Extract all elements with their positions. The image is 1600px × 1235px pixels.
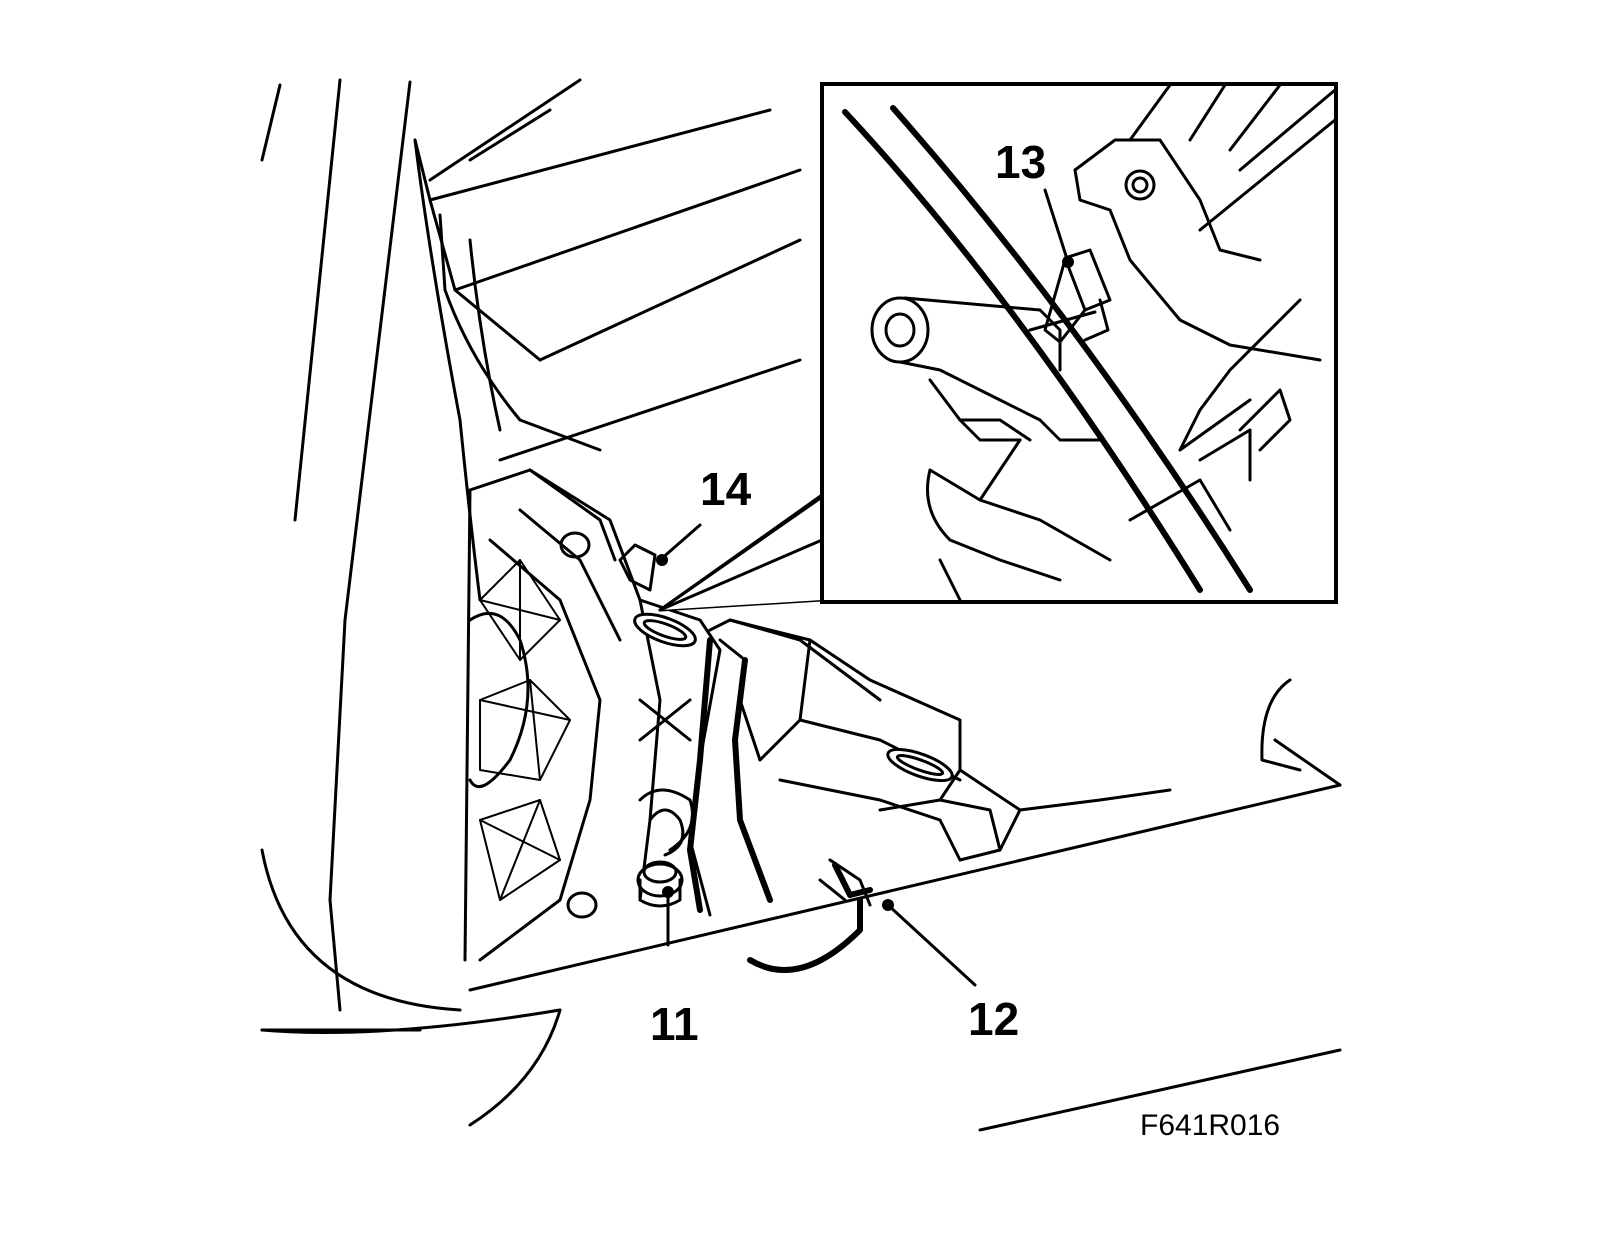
callout-14: 14 <box>700 463 752 515</box>
connector-wiring <box>747 858 873 973</box>
callout-11: 11 <box>650 998 699 1050</box>
callout-13: 13 <box>995 136 1046 188</box>
callout-labels: 14 13 11 12 <box>650 136 1046 1050</box>
outer-body-lines <box>260 78 562 1034</box>
floor-lines <box>468 678 1342 1132</box>
upper-panels <box>413 78 802 602</box>
callout-12: 12 <box>968 993 1019 1045</box>
leader-lines <box>656 523 977 987</box>
lattice-bracket <box>463 468 662 962</box>
detail-inset <box>658 82 1338 612</box>
pedal-box <box>708 618 1172 862</box>
figure-reference: F641R016 <box>1140 1109 1280 1142</box>
